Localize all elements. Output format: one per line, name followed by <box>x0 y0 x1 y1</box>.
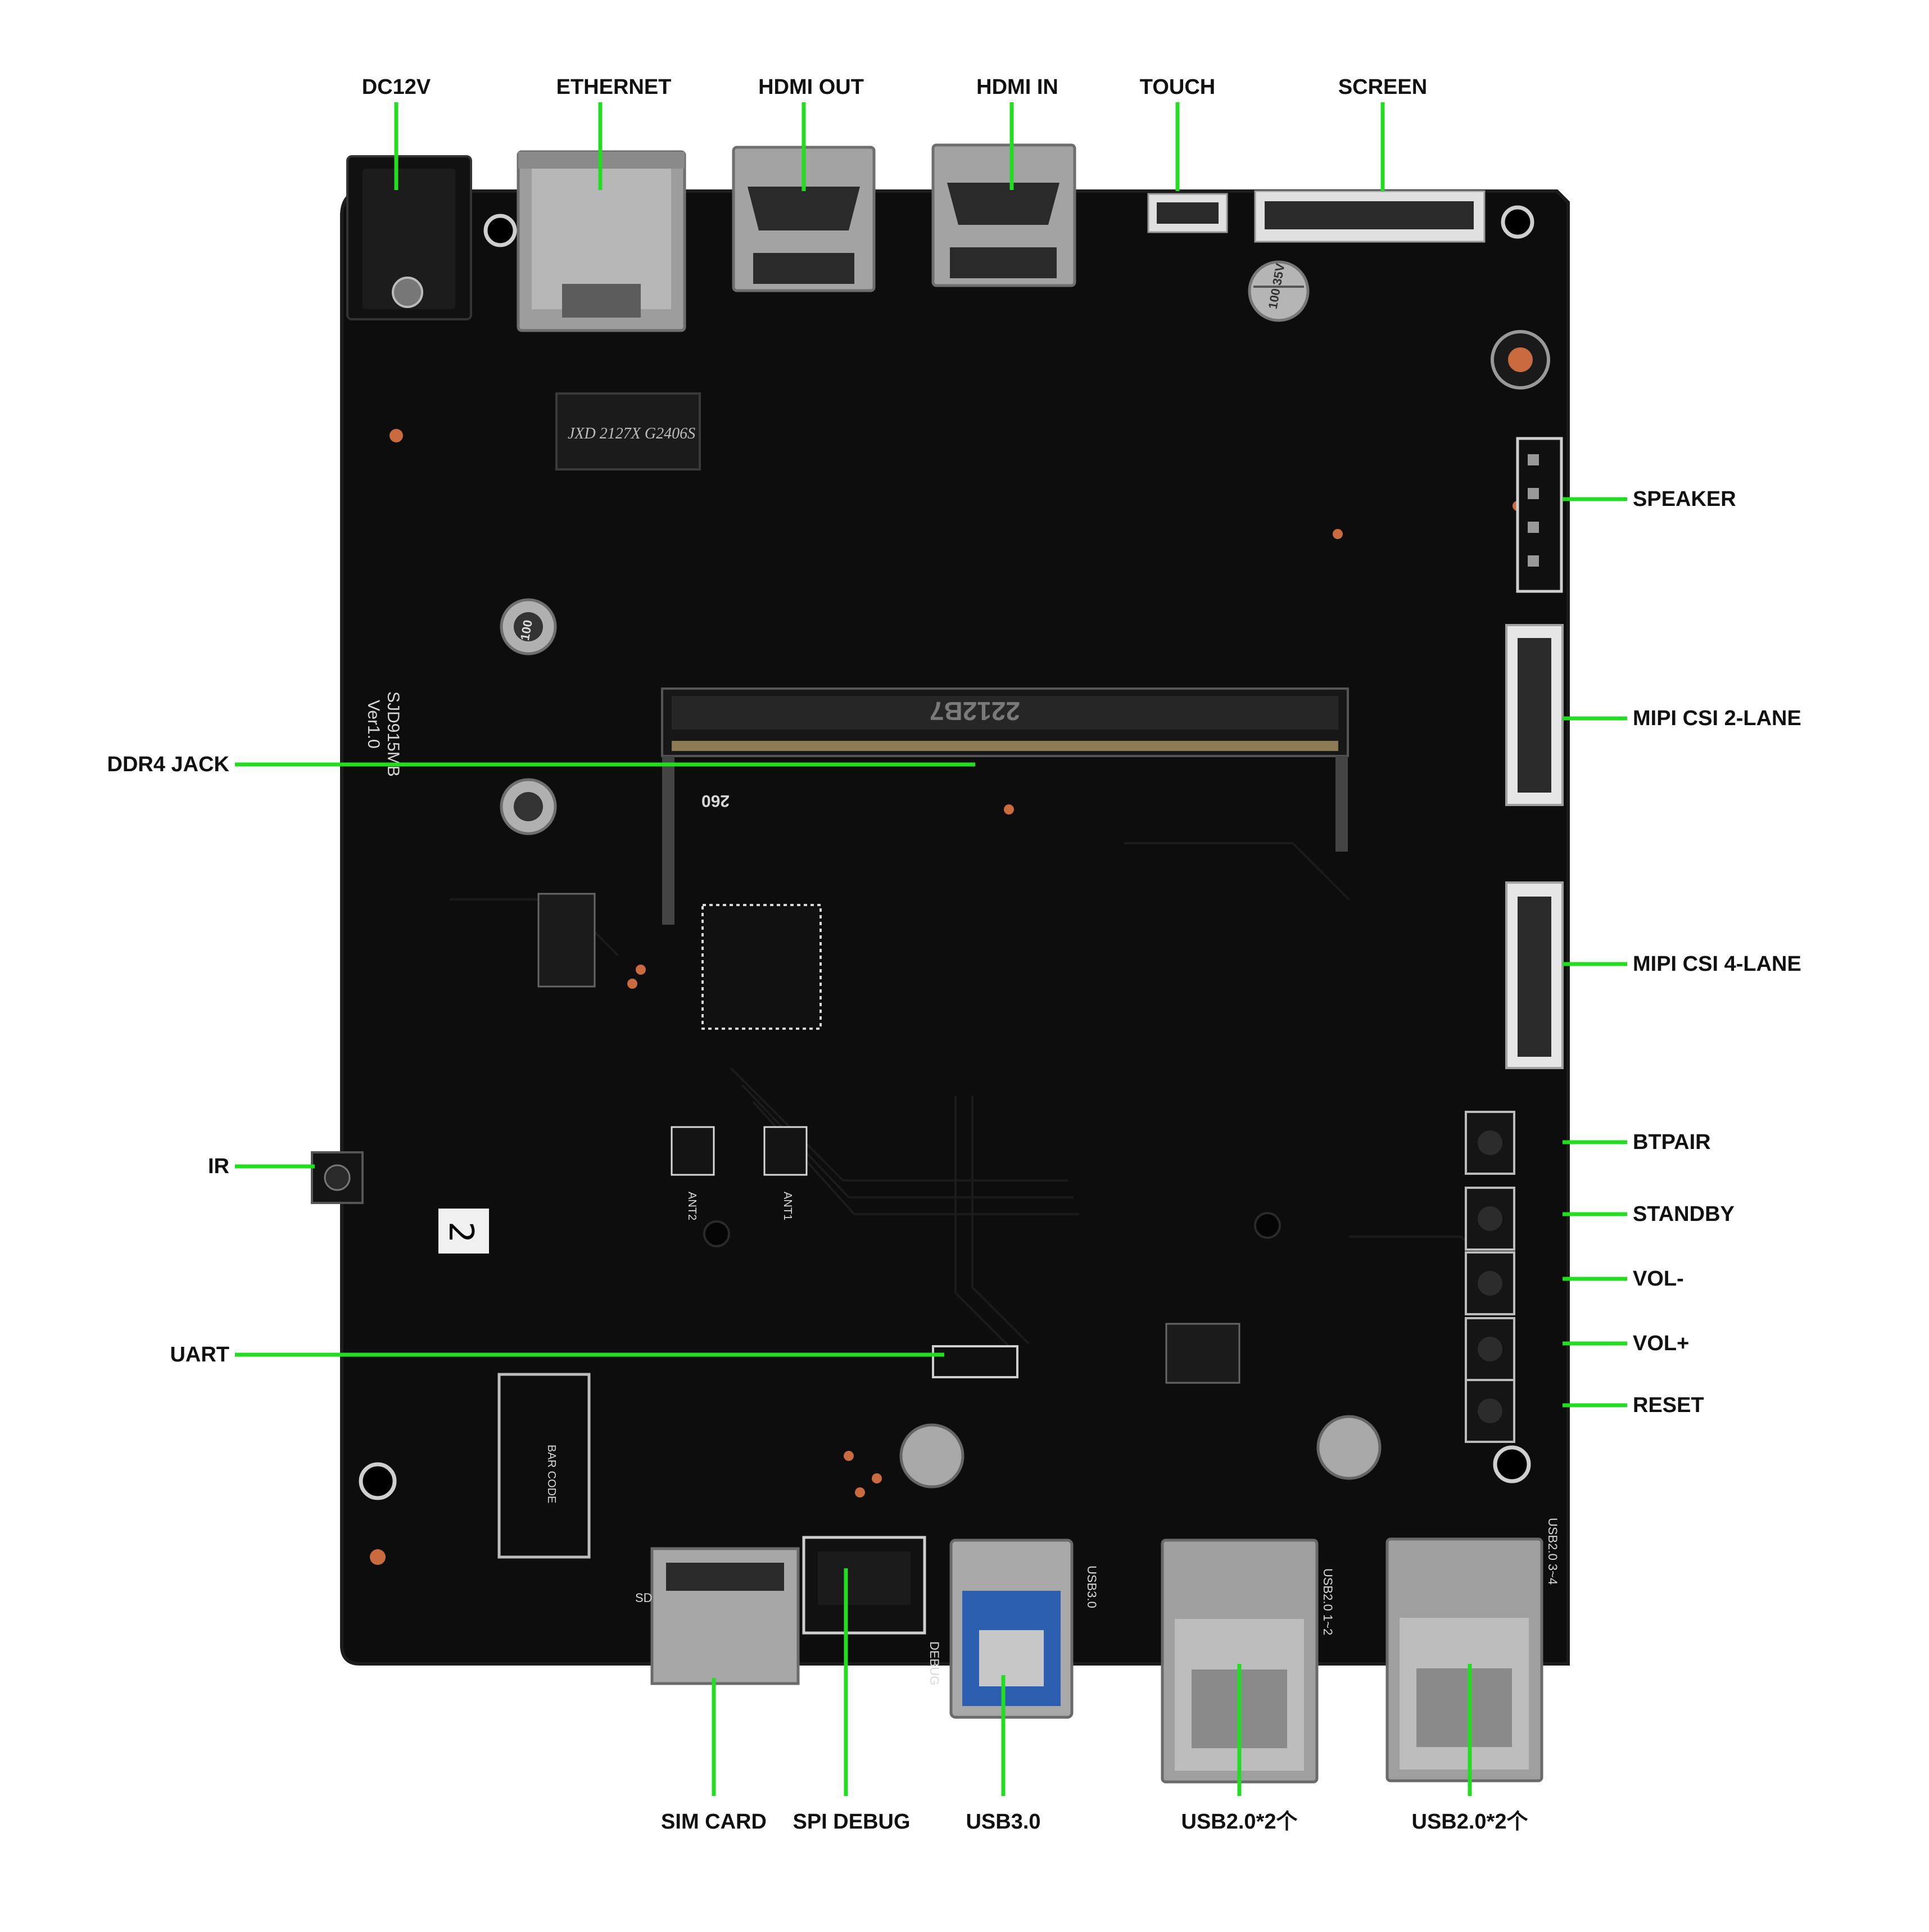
sim-slot <box>650 1547 800 1685</box>
reset-button <box>1465 1379 1515 1443</box>
vol-minus-button <box>1465 1251 1515 1315</box>
usb3-silk: USB3.0 <box>1085 1565 1099 1608</box>
solder-pad <box>627 979 637 989</box>
label-usb2-b: USB2.0*2个 <box>1411 1810 1528 1834</box>
solder-pad <box>855 1487 865 1497</box>
uart-header <box>932 1345 1018 1378</box>
solder-pad <box>1333 529 1343 539</box>
hdmi-in-port <box>931 143 1076 287</box>
label-spi-debug: SPI DEBUG <box>793 1810 911 1834</box>
solder-pad <box>390 429 403 442</box>
mount-hole <box>1493 1445 1531 1483</box>
version-silk: Ver1.0 <box>364 700 383 749</box>
hand-mark-silk: 2 <box>441 1221 481 1243</box>
ir-receiver <box>311 1151 364 1204</box>
mount-hole <box>483 214 517 247</box>
dc-jack <box>346 155 472 320</box>
label-dc12v: DC12V <box>361 75 431 99</box>
bar-code-area <box>497 1373 591 1559</box>
label-hdmi-in: HDMI IN <box>976 75 1058 99</box>
inductor <box>1491 330 1550 390</box>
vol-plus-button <box>1465 1317 1515 1381</box>
debug-silk: DEBUG <box>927 1641 941 1685</box>
solder-pad <box>872 1473 882 1483</box>
label-speaker: SPEAKER <box>1633 487 1736 511</box>
ddr-code-silk: 2212B7 <box>930 696 1020 726</box>
hub-chip <box>1165 1323 1240 1384</box>
usb3-port <box>949 1539 1074 1719</box>
ant1-silk: ANT1 <box>781 1192 794 1220</box>
label-screen: SCREEN <box>1338 75 1428 99</box>
mount-hole <box>359 1462 397 1500</box>
label-ethernet: ETHERNET <box>556 75 672 99</box>
bar-code-silk: BAR CODE <box>545 1445 558 1503</box>
mipi-2lane-connector <box>1505 624 1564 806</box>
model-silk: SJD915MB <box>384 691 402 777</box>
label-sim-card: SIM CARD <box>661 1810 767 1834</box>
usb2-b-silk: USB2.0 3~4 <box>1546 1518 1560 1585</box>
standby-button <box>1465 1187 1515 1251</box>
solder-pad <box>1004 804 1014 815</box>
hand-mark-sticker <box>438 1209 489 1254</box>
label-touch: TOUCH <box>1139 75 1216 99</box>
mount-hole <box>1501 205 1534 239</box>
mipi-4lane-connector <box>1505 881 1564 1069</box>
solder-pad <box>636 965 646 975</box>
pcb-traces <box>450 842 1491 1350</box>
leader-lines <box>235 102 1627 1796</box>
label-vol-minus: VOL- <box>1633 1267 1684 1291</box>
label-vol-plus: VOL+ <box>1633 1332 1690 1355</box>
touch-connector <box>1147 193 1228 233</box>
ethernet-port <box>517 150 686 332</box>
solder-pad <box>370 1549 386 1565</box>
phy-chip <box>537 893 596 988</box>
btpair-button <box>1465 1111 1515 1175</box>
ddr4-slot <box>661 687 1349 925</box>
label-mipi-4lane: MIPI CSI 4-LANE <box>1633 952 1801 976</box>
solder-pad <box>844 1451 854 1461</box>
coin-cell <box>899 1423 964 1488</box>
mount-hole <box>703 1220 730 1247</box>
label-hdmi-out: HDMI OUT <box>758 75 864 99</box>
screen-connector <box>1254 190 1486 243</box>
usb2-a-silk: USB2.0 1~2 <box>1321 1568 1335 1635</box>
label-mipi-2lane: MIPI CSI 2-LANE <box>1633 707 1801 730</box>
tact-buttons <box>1465 1111 1515 1443</box>
sd-silk: SD <box>635 1591 653 1605</box>
coin-cell <box>1316 1415 1382 1480</box>
label-uart: UART <box>170 1343 229 1367</box>
label-ir: IR <box>208 1155 229 1178</box>
label-btpair: BTPAIR <box>1633 1130 1711 1154</box>
inductor <box>500 598 557 655</box>
speaker-header <box>1516 437 1563 593</box>
label-usb2-a: USB2.0*2个 <box>1181 1810 1298 1834</box>
spi-debug-header <box>802 1536 926 1635</box>
ethernet-transformer <box>555 392 701 470</box>
inductor <box>500 778 557 835</box>
label-standby: STANDBY <box>1633 1202 1735 1226</box>
ant2-silk: ANT2 <box>686 1192 698 1220</box>
transformer-silk: JXD 2127X G2406S <box>568 425 695 442</box>
label-ddr4-jack: DDR4 JACK <box>107 753 229 776</box>
hdmi-out-port <box>732 146 876 292</box>
label-reset: RESET <box>1633 1393 1704 1417</box>
solder-pads <box>370 429 1523 1565</box>
electrolytic-capacitor <box>1248 260 1310 322</box>
label-usb3: USB3.0 <box>966 1810 1041 1834</box>
usb2-stack-a <box>1161 1539 1319 1784</box>
slot-num-silk: 260 <box>701 791 730 810</box>
soc-chip <box>701 904 822 1030</box>
mount-hole <box>1254 1212 1281 1239</box>
usb2-stack-b <box>1385 1537 1543 1782</box>
mounting-holes <box>359 205 1534 1500</box>
antenna-pads <box>671 1126 808 1176</box>
